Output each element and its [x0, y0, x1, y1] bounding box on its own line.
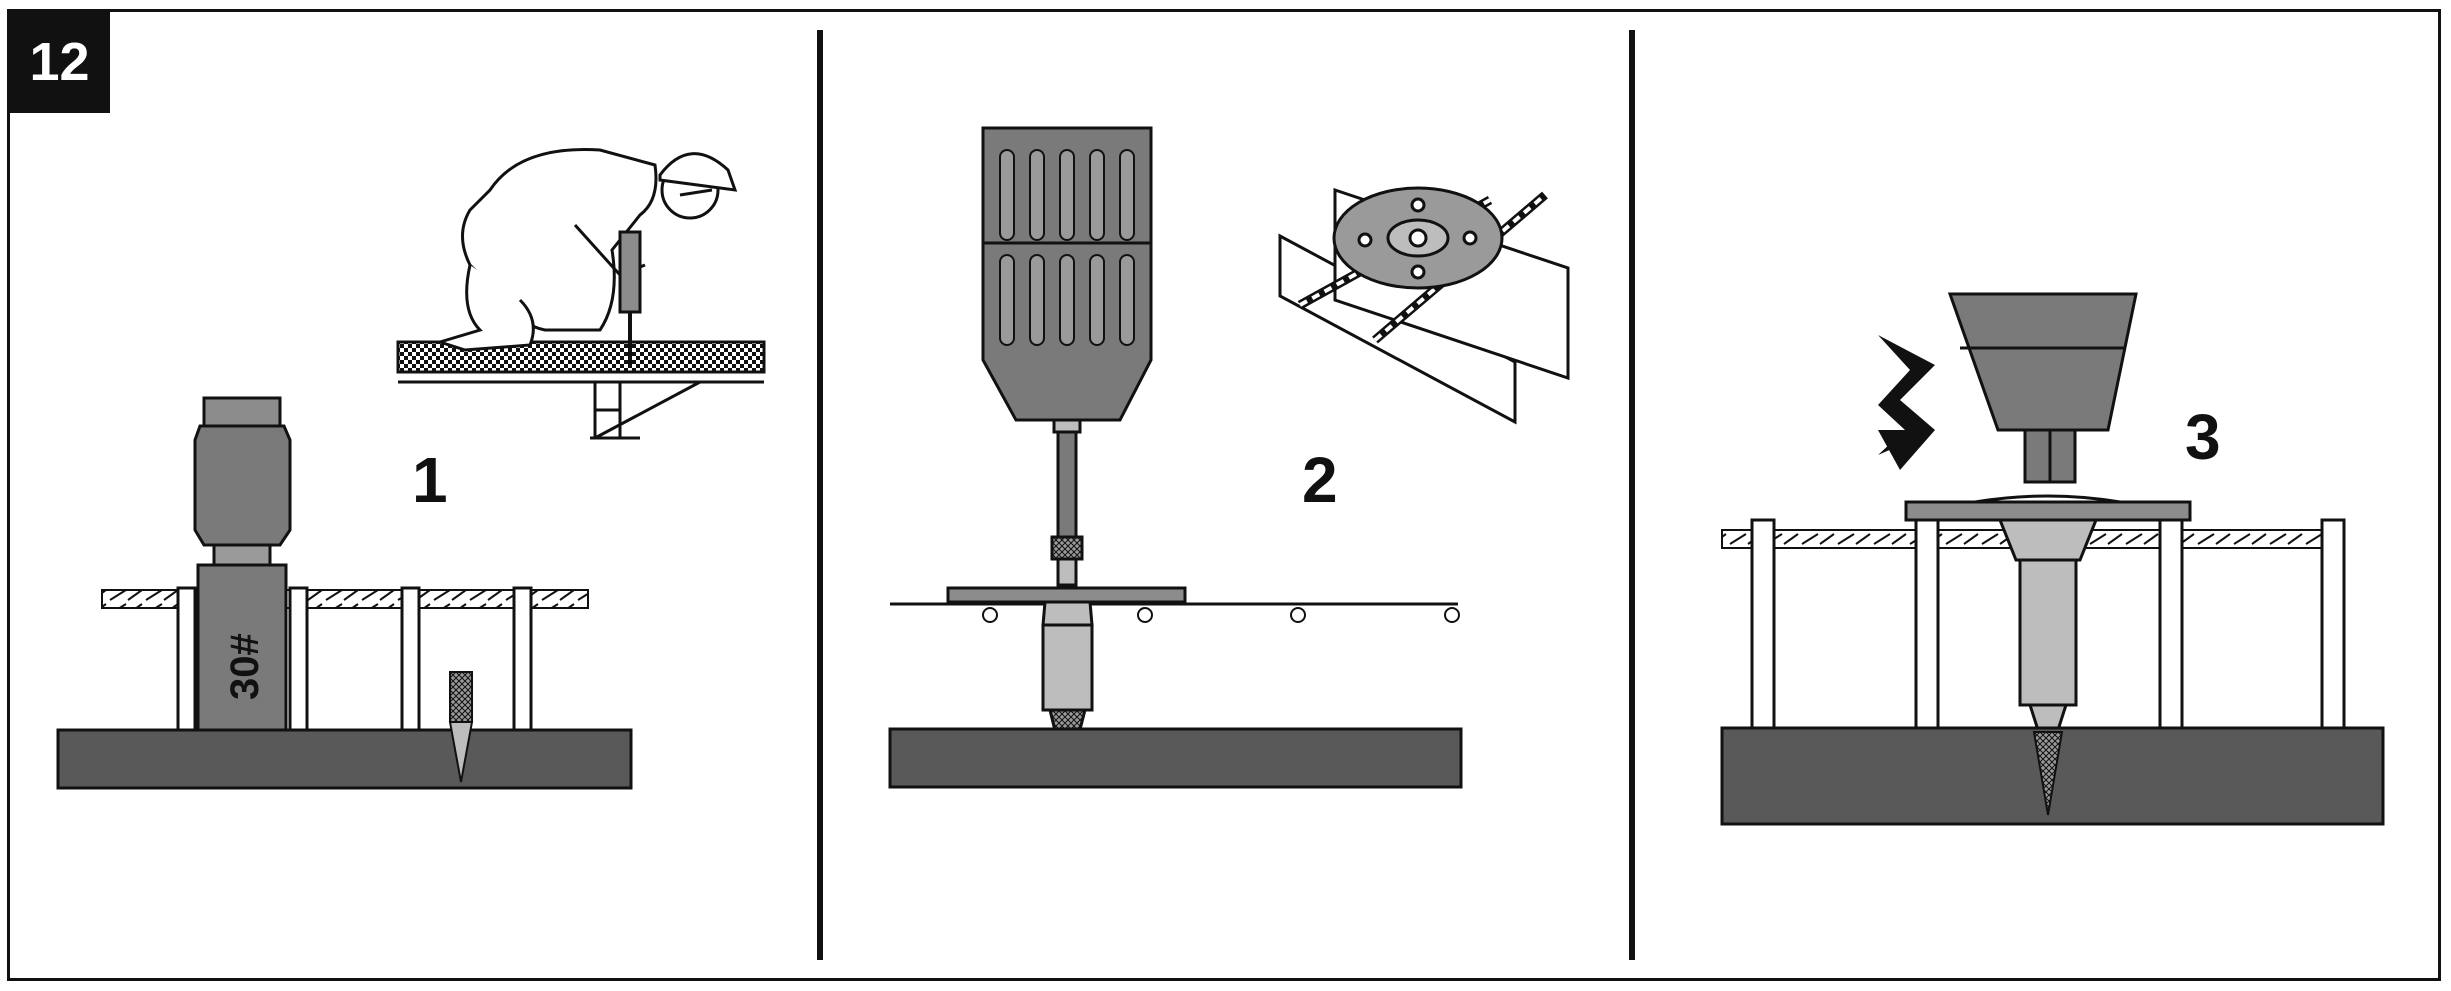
hammer-impact-icon: [1878, 335, 1935, 470]
tool-marking: 30#: [223, 633, 267, 700]
hard-hat: [658, 152, 738, 192]
step-label-2: 2: [1302, 444, 1338, 516]
spacer-post: [2158, 518, 2184, 730]
anchor-body: [449, 671, 473, 723]
spacer-posts-panel-3: [1750, 518, 2346, 730]
worker-illustration: [396, 148, 766, 440]
worker-tool: [618, 230, 642, 314]
worker-leg: [434, 264, 535, 352]
setting-tool-head: [1947, 292, 2138, 484]
anchor-flange: [1997, 518, 2099, 562]
drill: [981, 126, 1153, 587]
panel-2: [888, 126, 1570, 789]
drill-bit-tip: [1056, 557, 1078, 587]
step-label-1: 1: [412, 444, 448, 516]
anchor-head: [1041, 600, 1094, 627]
anchor-assembly-panel-3: [1904, 494, 2192, 732]
anchor-tip-embedded: [2032, 731, 2064, 816]
tool-top-shank: [202, 396, 282, 428]
drill-bit-adapter: [1050, 535, 1084, 561]
spacer-post: [512, 586, 533, 732]
panel-1: 30#: [56, 148, 766, 790]
worker-torso: [461, 148, 658, 332]
spacer-posts-panel-1: [176, 586, 533, 732]
plate-inset-illustration: [1278, 186, 1570, 425]
tool-upper-body: [193, 424, 292, 547]
drill-bit-shaft: [1056, 430, 1078, 539]
safety-glasses: [679, 188, 713, 197]
tool-neck: [212, 543, 272, 567]
figure-frame: [7, 9, 2441, 981]
anchor-body-3: [2018, 558, 2078, 707]
anchor-tip: [448, 721, 474, 783]
panel-divider-1: [817, 30, 823, 960]
panel-divider-2: [1629, 30, 1635, 960]
drill-collar: [1052, 418, 1082, 434]
figure-number-badge: 12: [9, 11, 110, 113]
anchor-body-2: [1041, 623, 1094, 712]
anchor-plate: [946, 586, 1187, 604]
panel-3: [1720, 292, 2385, 826]
spacer-post: [2320, 518, 2346, 730]
grating-deck: [396, 340, 766, 374]
spacer-post: [288, 586, 309, 732]
concrete-slab-panel-1: [56, 728, 633, 790]
setting-tool: 30#: [193, 396, 292, 732]
steel-beam: [593, 380, 701, 440]
anchor-panel-1: [448, 671, 474, 783]
spacer-post: [400, 586, 421, 732]
spacer-post: [1750, 518, 1776, 730]
concrete-slab-panel-2: [888, 727, 1463, 789]
spacer-post: [176, 586, 197, 732]
step-label-3: 3: [2185, 401, 2221, 473]
plate-side-view: [890, 586, 1460, 781]
anchor-plate-3: [1904, 500, 2192, 522]
spacer-post: [1914, 518, 1940, 730]
tool-nozzle: [1947, 292, 2138, 432]
